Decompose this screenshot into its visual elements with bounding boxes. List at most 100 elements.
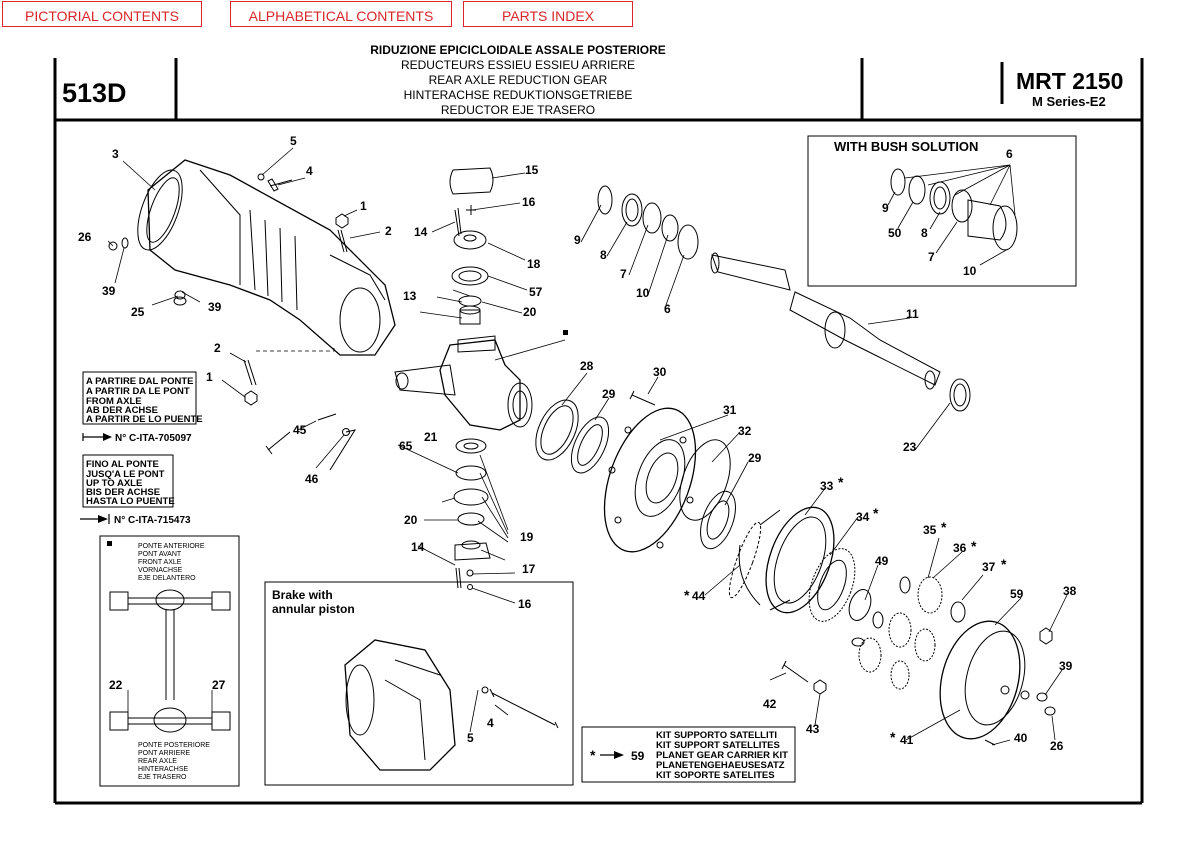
svg-text:PONTE ANTERIORE: PONTE ANTERIORE [138,543,205,550]
svg-text:10: 10 [636,286,650,300]
svg-text:28: 28 [580,359,594,373]
svg-text:59: 59 [631,749,645,763]
svg-text:10: 10 [963,264,977,278]
svg-text:13: 13 [403,289,417,303]
svg-text:9: 9 [574,233,581,247]
svg-text:EJE TRASERO: EJE TRASERO [138,774,187,781]
svg-text:14: 14 [411,540,425,554]
svg-text:KIT SUPPORTO SATELLITI: KIT SUPPORTO SATELLITI [656,730,777,741]
svg-text:KIT SUPPORT SATELLITES: KIT SUPPORT SATELLITES [656,740,780,751]
svg-text:65: 65 [399,439,413,453]
up-to-axle-box: FINO AL PONTE JUSQ'A LE PONT UP TO AXLE … [80,454,191,526]
svg-text:49: 49 [875,554,889,568]
svg-text:1: 1 [360,199,367,213]
svg-text:HINTERACHSE: HINTERACHSE [138,766,189,773]
svg-text:8: 8 [600,248,607,262]
svg-text:VORNACHSE: VORNACHSE [138,567,183,574]
svg-text:1: 1 [206,370,213,384]
hub-inner-bearings [679,439,736,550]
svg-text:43: 43 [806,722,820,736]
svg-text:4: 4 [487,716,494,730]
svg-text:46: 46 [305,472,319,486]
svg-text:5: 5 [290,134,297,148]
svg-text:29: 29 [602,387,616,401]
model-series: M Series-E2 [1032,94,1106,109]
svg-text:*: * [941,519,947,535]
svg-text:44: 44 [692,589,706,603]
pictorial-contents-button[interactable]: PICTORIAL CONTENTS [2,1,202,27]
svg-text:45: 45 [293,423,307,437]
svg-text:N° C-ITA-705097: N° C-ITA-705097 [115,433,192,444]
steering-knuckle [394,335,533,431]
svg-text:PLANET GEAR CARRIER KIT: PLANET GEAR CARRIER KIT [656,750,788,761]
alphabetical-contents-button[interactable]: ALPHABETICAL CONTENTS [230,1,452,27]
title-english: REAR AXLE REDUCTION GEAR [428,73,608,87]
bush-title: WITH BUSH SOLUTION [834,139,978,154]
svg-text:PONTE POSTERIORE: PONTE POSTERIORE [138,742,210,749]
svg-text:FROM AXLE: FROM AXLE [86,396,142,407]
title-spanish: REDUCTOR EJE TRASERO [440,103,596,117]
svg-text:39: 39 [102,284,116,298]
svg-text:A PARTIRE DAL PONTE: A PARTIRE DAL PONTE [86,376,194,387]
svg-text:15: 15 [525,163,539,177]
planet-gears [858,576,966,690]
svg-text:9: 9 [882,201,889,215]
svg-text:JUSQ'A LE PONT: JUSQ'A LE PONT [86,469,165,480]
sun-gear-disc [808,548,872,647]
svg-text:PONT ARRIERE: PONT ARRIERE [138,750,190,757]
svg-text:*: * [838,474,844,490]
svg-text:40: 40 [1014,731,1028,745]
svg-text:26: 26 [1050,739,1064,753]
svg-text:17: 17 [522,562,536,576]
axle-shaft [710,252,971,412]
svg-text:7: 7 [620,267,627,281]
svg-text:31: 31 [723,403,737,417]
svg-text:29: 29 [748,451,762,465]
svg-text:37: 37 [982,560,996,574]
svg-text:41: 41 [900,733,914,747]
svg-text:35: 35 [923,523,937,537]
svg-text:20: 20 [404,513,418,527]
svg-text:*: * [590,747,596,763]
svg-text:19: 19 [520,530,534,544]
svg-text:50: 50 [888,226,902,240]
svg-text:BIS DER ACHSE: BIS DER ACHSE [86,487,160,498]
svg-text:14: 14 [414,225,428,239]
svg-text:2: 2 [385,224,392,238]
svg-text:annular piston: annular piston [272,602,355,616]
svg-text:38: 38 [1063,584,1077,598]
axle-reference-box: PONTE ANTERIORE PONT AVANT FRONT AXLE VO… [99,535,240,787]
svg-text:6: 6 [1006,147,1013,161]
svg-text:KIT SOPORTE SATELITES: KIT SOPORTE SATELITES [656,770,775,781]
svg-text:11: 11 [906,307,919,321]
svg-text:PONT AVANT: PONT AVANT [138,551,182,558]
svg-text:4: 4 [306,164,313,178]
svg-text:25: 25 [131,305,145,319]
svg-text:18: 18 [527,257,541,271]
svg-text:HASTA LO PUENTE: HASTA LO PUENTE [86,496,175,507]
model-name: MRT 2150 [1016,68,1124,94]
svg-text:39: 39 [208,300,222,314]
svg-text:*: * [1001,556,1007,572]
svg-text:59: 59 [1010,587,1024,601]
lower-kingpin-parts [453,438,491,590]
svg-text:FRONT AXLE: FRONT AXLE [138,559,182,566]
svg-text:AB DER ACHSE: AB DER ACHSE [86,405,158,416]
svg-text:UP TO AXLE: UP TO AXLE [86,478,142,489]
svg-text:20: 20 [523,305,537,319]
svg-text:FINO AL PONTE: FINO AL PONTE [86,459,159,470]
title-italian: RIDUZIONE EPICICLOIDALE ASSALE POSTERIOR… [370,43,666,57]
kit-legend-box: * 59 KIT SUPPORTO SATELLITI KIT SUPPORT … [581,726,796,783]
section-code: 513D [62,78,127,108]
title-french: REDUCTEURS ESSIEU ESSIEU ARRIERE [400,58,636,72]
svg-text:26: 26 [78,230,92,244]
svg-text:3: 3 [112,147,119,161]
svg-text:36: 36 [953,541,967,555]
parts-index-button[interactable]: PARTS INDEX [463,1,633,27]
svg-text:REAR AXLE: REAR AXLE [138,758,177,765]
svg-text:30: 30 [653,365,667,379]
